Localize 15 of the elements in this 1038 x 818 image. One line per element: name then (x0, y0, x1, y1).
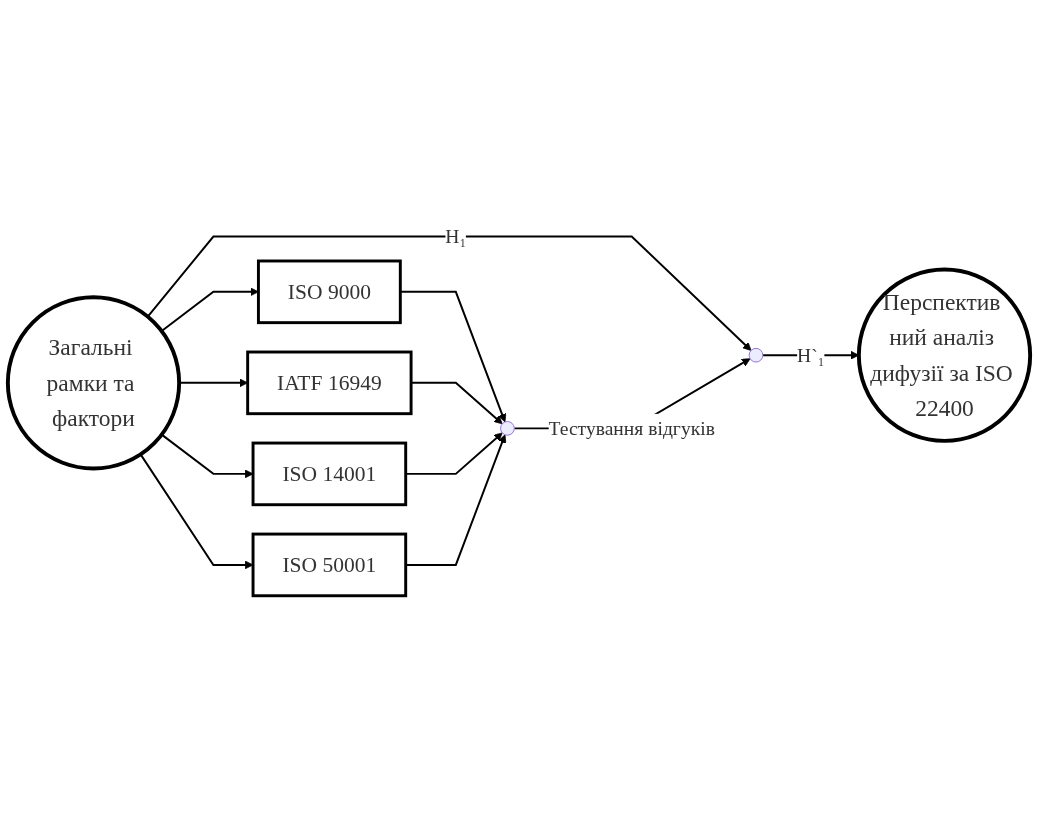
node-box: IATF 16949 (246, 350, 413, 416)
node-box: ISO 14001 (251, 441, 408, 507)
node-box: ISO 9000 (256, 259, 402, 325)
arrow (160, 287, 259, 333)
node-box: ISO 50001 (251, 532, 408, 598)
arrow (139, 453, 254, 570)
arrow (160, 433, 254, 479)
node-circle: Загальні рамки та фактори (5, 295, 182, 471)
edge-label: H₁ (445, 225, 467, 248)
node-circle (500, 421, 515, 436)
edge-label: Тестування відгуків (548, 417, 715, 440)
edge-label: H`₁ (797, 344, 825, 367)
node-circle: Перспектив ний аналіз дифузії за ISO 22400 (856, 267, 1033, 443)
arrow (146, 235, 752, 352)
node-circle (748, 348, 764, 363)
